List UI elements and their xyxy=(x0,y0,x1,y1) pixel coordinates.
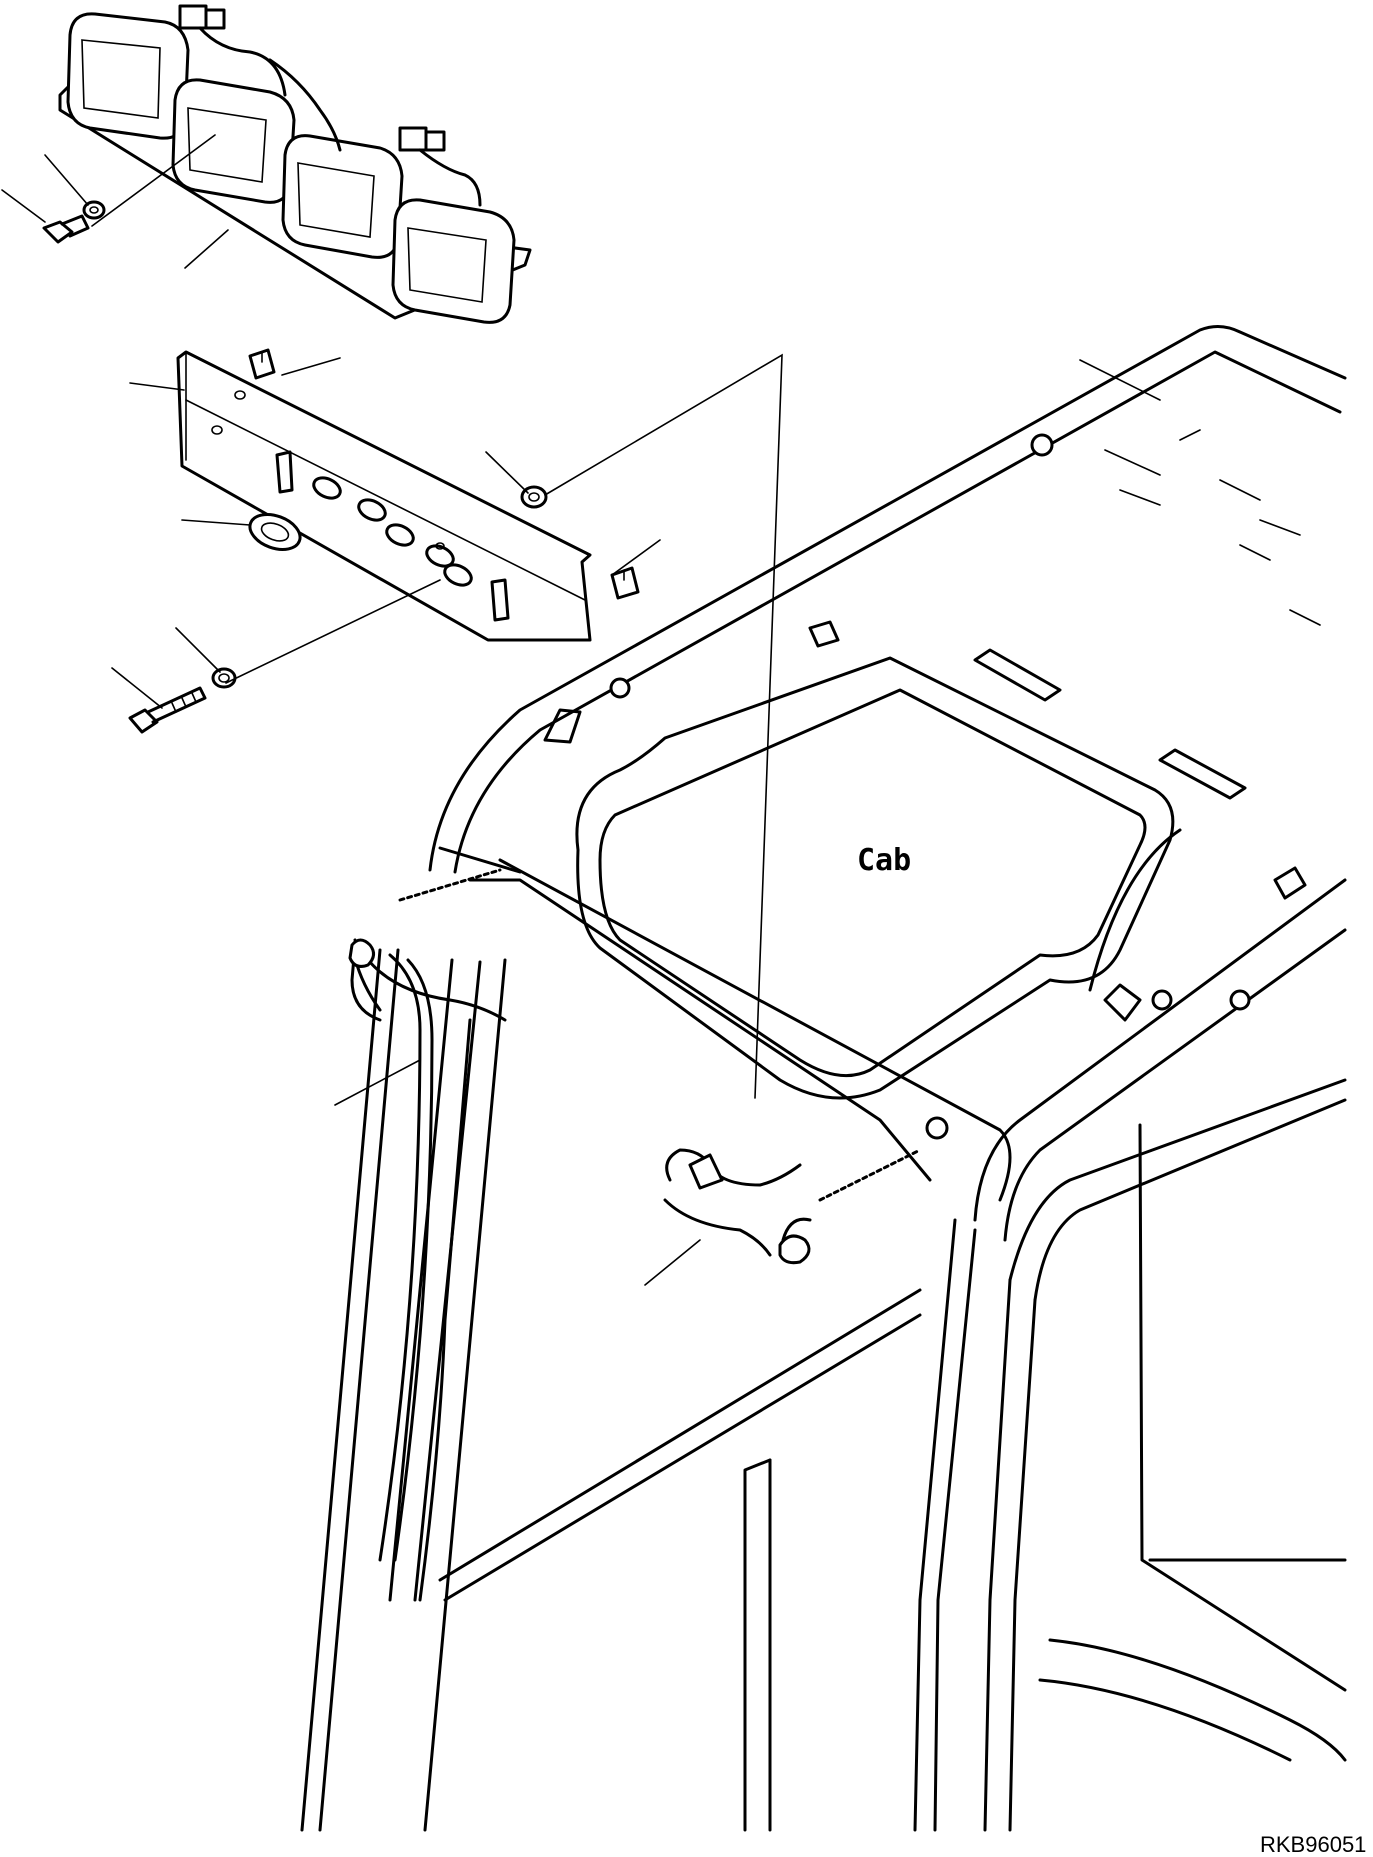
leader-clip-right xyxy=(611,539,661,576)
lamp-harness xyxy=(268,58,342,152)
leader-clip-top xyxy=(281,357,341,376)
lamp-connector-2 xyxy=(398,126,482,207)
lamp-bolt xyxy=(42,214,90,244)
work-lamp-1 xyxy=(66,12,190,140)
leader-harness-right xyxy=(644,1239,701,1286)
wiring-harness xyxy=(348,846,922,1562)
drawing-code: RKB96051 xyxy=(1260,1832,1366,1857)
lamp-connector-1 xyxy=(178,4,287,97)
leader-washer-right xyxy=(485,451,529,494)
leader-harness-route xyxy=(544,353,783,1099)
leader-lines xyxy=(1,134,783,1286)
cab-label: Cab xyxy=(857,843,911,878)
washer-left xyxy=(211,667,237,689)
cab-structure xyxy=(300,325,1347,1832)
work-lamp-3 xyxy=(281,134,404,259)
leader-lamp-bolt xyxy=(1,189,46,223)
long-bolt xyxy=(128,686,207,734)
leader-mounting-bracket xyxy=(129,382,185,391)
leader-washer-left-route xyxy=(225,579,441,684)
leader-bracket-plate xyxy=(184,229,229,269)
mounting-bracket xyxy=(176,350,592,642)
leader-long-bolt xyxy=(111,667,163,709)
lamp-washer xyxy=(82,200,106,220)
work-lamp-assembly xyxy=(42,4,532,324)
leader-grommet xyxy=(181,519,251,526)
leader-washer-left xyxy=(175,627,221,673)
work-lamp-4 xyxy=(391,198,516,324)
leader-lamp-washer xyxy=(44,154,89,206)
cab-roof-details xyxy=(543,359,1321,1140)
work-lamp-2 xyxy=(171,78,296,204)
clip-right xyxy=(610,566,640,600)
leader-harness-left xyxy=(334,1059,421,1106)
rubber-grommet xyxy=(248,513,302,551)
leader-work-lamp xyxy=(91,134,216,227)
clip-top xyxy=(248,348,276,380)
